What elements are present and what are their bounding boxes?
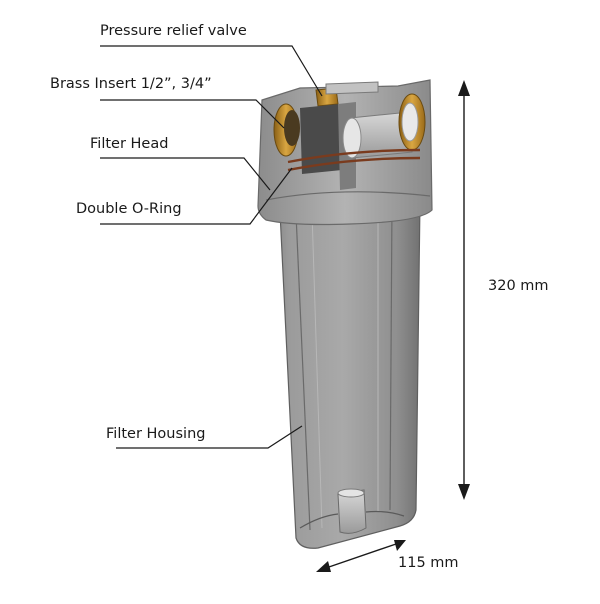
height-dimension-arrow (458, 80, 470, 500)
bottom-outlet-shape (299, 488, 405, 534)
leader-double-o-ring (100, 167, 293, 225)
label-pressure-relief-valve: Pressure relief valve (100, 23, 247, 39)
label-filter-housing: Filter Housing (106, 426, 206, 442)
filter-housing-shape (265, 199, 421, 549)
label-width-dimension: 115 mm (398, 555, 459, 571)
brass-insert-right-shape (398, 93, 426, 151)
filter-head-shape (257, 79, 433, 226)
leader-brass-insert (100, 99, 285, 129)
label-brass-insert: Brass Insert 1/2”, 3/4” (50, 76, 212, 92)
brass-insert-left-shape (273, 103, 300, 157)
leader-pressure-relief-valve (100, 45, 323, 97)
label-height-dimension: 320 mm (488, 278, 549, 294)
leader-filter-head (100, 157, 271, 191)
label-filter-head: Filter Head (90, 136, 169, 152)
callout-lines (100, 45, 323, 449)
double-o-ring-shape (287, 148, 421, 172)
leader-filter-housing (116, 425, 303, 449)
label-double-o-ring: Double O-Ring (76, 201, 182, 217)
width-dimension-arrow (316, 540, 406, 572)
